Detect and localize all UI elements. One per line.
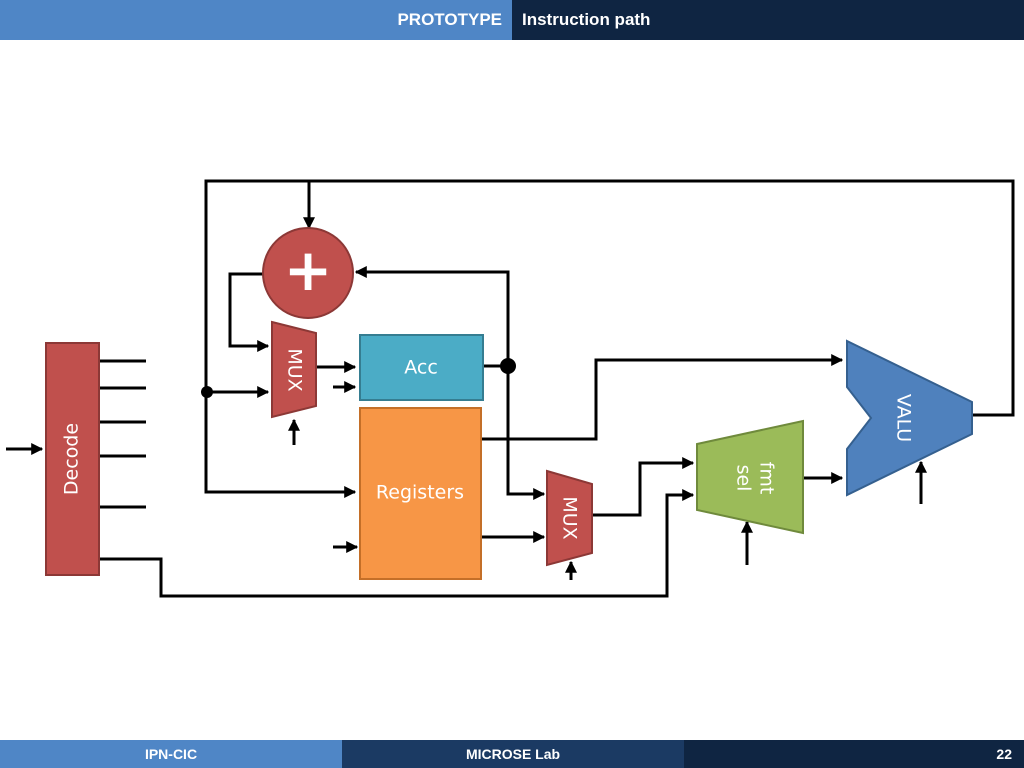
adder-block: + [262,227,354,319]
wire-mux-to-fmt [592,457,695,517]
mux-bottom-block: MUX [546,469,593,567]
wires [6,179,1015,598]
decode-label: Decode [61,423,83,495]
header-section-label: PROTOTYPE [397,10,502,29]
footer-center: MICROSE Lab [342,740,684,768]
wire-adder-to-mux [228,272,270,352]
page-number: 22 [996,746,1012,762]
adder-plus-icon: + [284,236,333,304]
mux-bottom-label: MUX [559,496,581,539]
acc-block: Acc [359,334,484,401]
mux-top-block: MUX [271,320,317,419]
valu-label: VALU [893,394,915,442]
header-left-bar: PROTOTYPE [0,0,512,40]
wire-decode-to-fmt [100,489,695,598]
footer-page-number-bar: 22 [684,740,1024,768]
footer-left: IPN-CIC [0,740,342,768]
registers-block: Registers [359,407,482,580]
valu-block: VALU [846,339,973,497]
wire-acc-to-adder [354,266,510,366]
junction-dot-acc [500,358,516,374]
fmt-sel-label-line1: fmt [756,462,778,495]
acc-label: Acc [404,357,438,379]
wire-registers-to-valu [481,354,844,441]
fmt-sel-label-line2: sel [733,465,755,492]
wire-valu-feedback [204,179,1015,498]
header-right-bar: Instruction path [512,0,1024,40]
mux-top-label: MUX [284,348,306,391]
registers-label: Registers [376,482,464,504]
decode-block: Decode [45,342,100,576]
fmt-sel-block: fmt sel [696,419,804,535]
slide-title: Instruction path [522,10,651,29]
wire-acc-to-mux-bottom [506,366,546,500]
junction-dot-feedback [201,386,213,398]
